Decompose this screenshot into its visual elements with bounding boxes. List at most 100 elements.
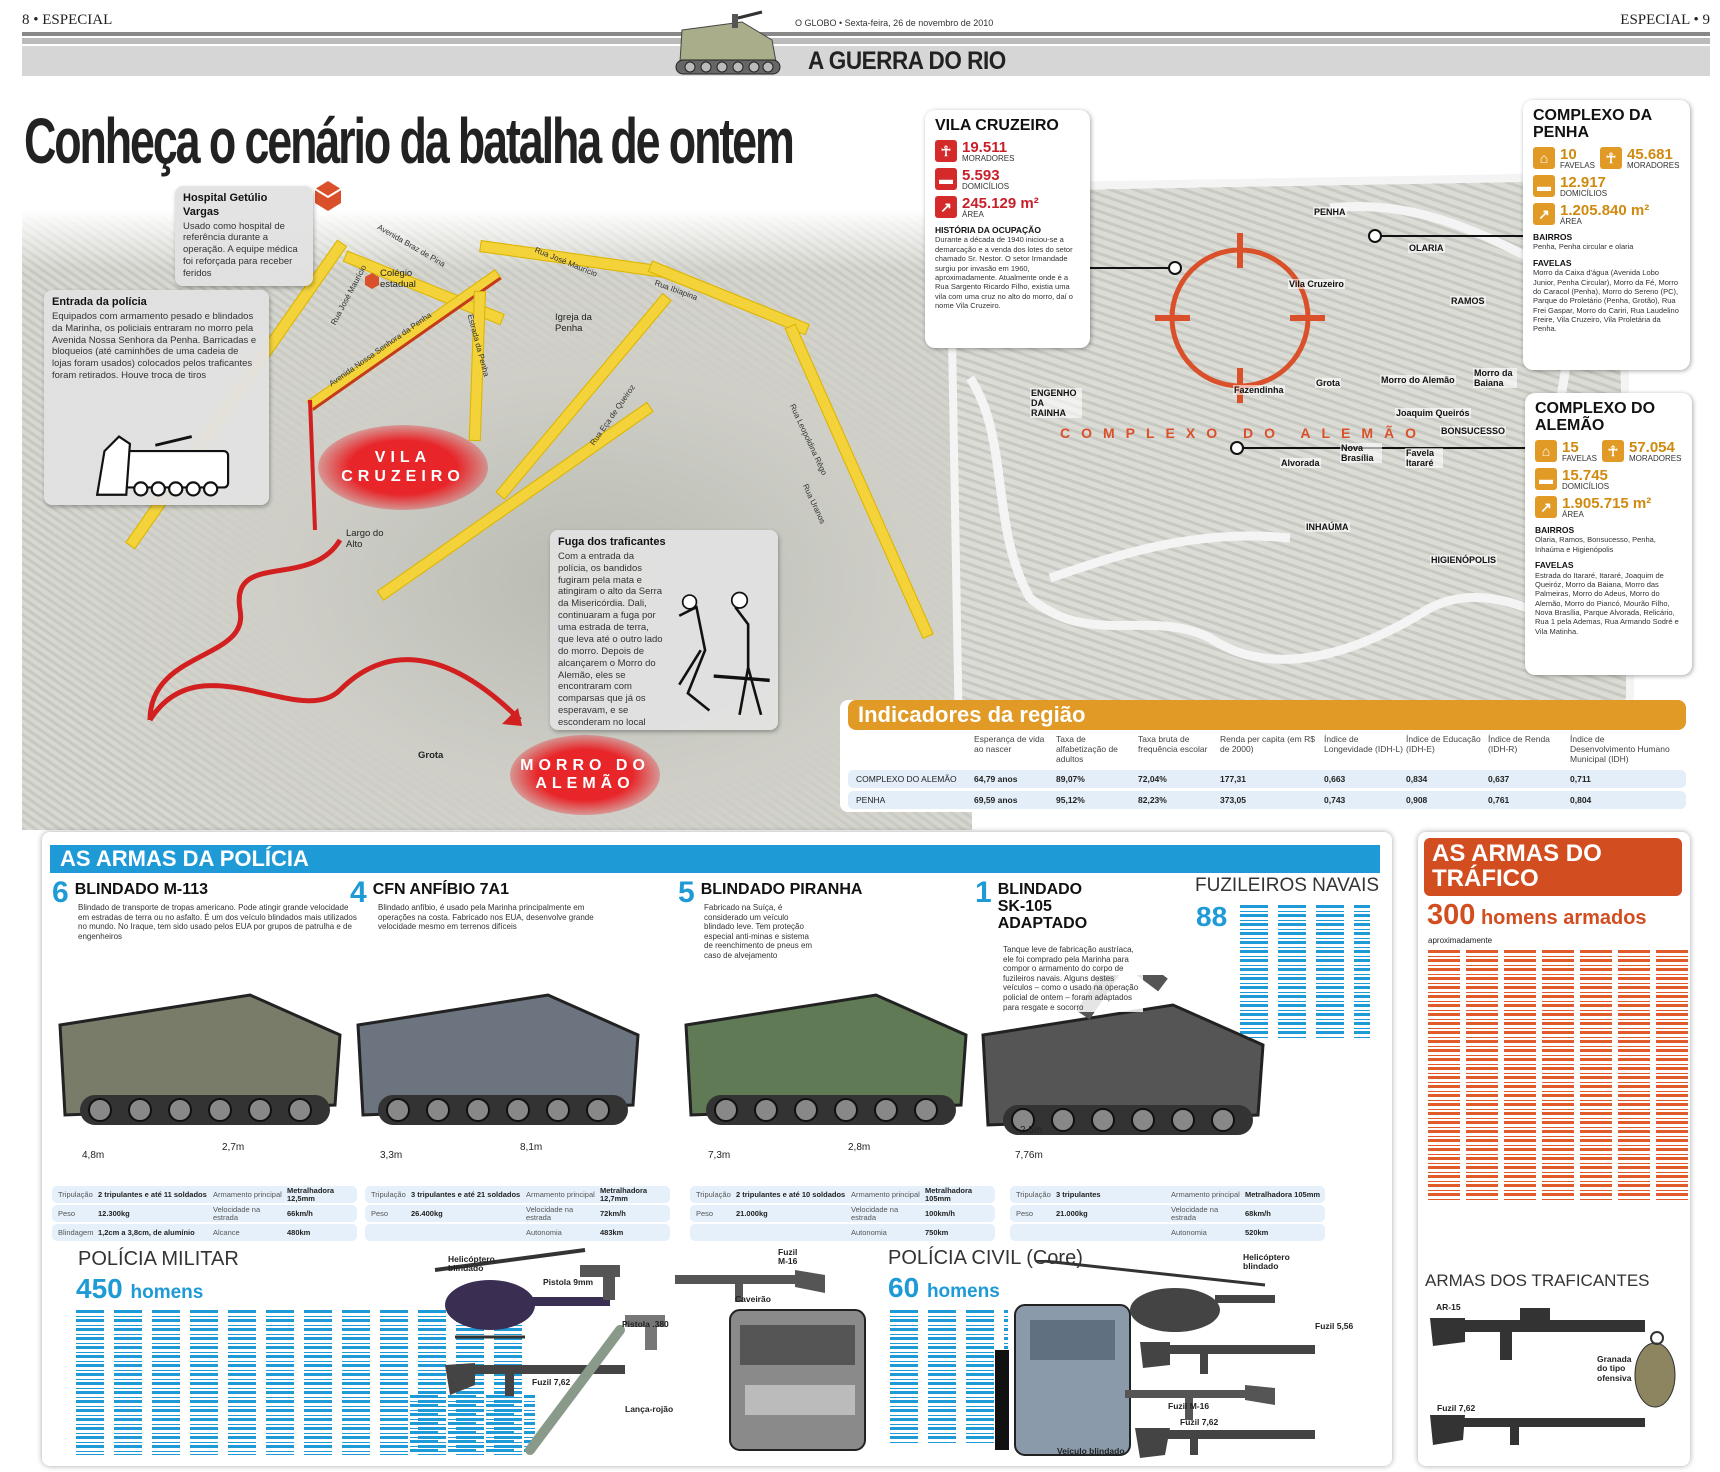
header-rule: [22, 32, 1710, 36]
moradores-label: MORADORES: [1628, 453, 1682, 463]
armas-trafico-title: AS ARMAS DO TRÁFICO: [1424, 838, 1682, 896]
domicilios-value: 15.745: [1562, 466, 1608, 484]
table-cell: 95,12%: [1056, 795, 1085, 805]
favelas-label: FAVELAS: [1562, 453, 1597, 463]
escape-route: [147, 399, 522, 726]
spec-label: Tripulação: [1016, 1189, 1051, 1199]
area-arrow-icon: ↗: [1533, 203, 1555, 226]
person-icon: ☥: [1601, 440, 1624, 463]
house-icon: ⌂: [1535, 440, 1557, 463]
spec-label: Armamento principal: [1171, 1189, 1240, 1199]
map-label: RAMOS: [1450, 296, 1486, 306]
map-label: OLARIA: [1408, 243, 1445, 253]
spec-label: Autonomia: [851, 1227, 887, 1237]
trafico-count: 300 homens armados: [1427, 899, 1647, 932]
weapon-label: Pistola 9mm: [543, 1277, 594, 1287]
callout-title: Fuga dos traficantes: [558, 536, 666, 548]
spec-label: Peso: [1016, 1208, 1034, 1218]
section-band: [22, 46, 1710, 76]
area-morro-alemao: MORRO DO ALEMÃO: [510, 735, 660, 815]
map-label: Alvorada: [1280, 458, 1321, 468]
column-header: Índice de Desenvolvimento Humano Municip…: [1570, 734, 1670, 764]
vehicle-illustration: [356, 993, 640, 1125]
spec-label: Tripulação: [58, 1189, 93, 1199]
table-cell: 0,804: [1570, 795, 1592, 805]
dimension-label: 2,5m: [1020, 1125, 1043, 1136]
bed-icon: ▬: [1535, 468, 1557, 491]
spec-label: Alcance: [213, 1227, 240, 1237]
spec-label: Armamento principal: [526, 1189, 595, 1199]
vehicle-description: Blindado de transporte de tropas america…: [78, 903, 358, 942]
favelas-label: FAVELAS: [1560, 160, 1595, 170]
pm-count-unit: homens: [130, 1282, 204, 1303]
table-header-spacer: [848, 734, 974, 770]
spec-value: 12.300kg: [98, 1208, 130, 1218]
place-largo: Largo do Alto: [346, 528, 384, 550]
map-label: INHAÚMA: [1305, 522, 1350, 532]
moradores-value: 19.511: [962, 138, 1008, 156]
spec-label: Peso: [371, 1208, 389, 1218]
place-colegio: Colégio estadual: [380, 268, 416, 290]
vehicle-name: CFN ANFÍBIO 7A1: [372, 881, 509, 898]
person-icon: ☥: [1599, 147, 1622, 170]
armored-truck-icon: [729, 1309, 866, 1451]
spec-value: 2 tripulantes e até 10 soldados: [736, 1189, 846, 1199]
weapon-label: Fuzil 5,56: [1315, 1321, 1354, 1331]
house-icon: ⌂: [1533, 147, 1555, 170]
favelas-value: 10: [1560, 145, 1577, 163]
vehicle-name: BLINDADO M-113: [74, 881, 209, 898]
dimension-label: 2,8m: [848, 1142, 871, 1153]
table-cell: 177,31: [1220, 774, 1246, 784]
rifle-icon: [445, 1363, 625, 1396]
favelas-title: FAVELAS: [1535, 559, 1574, 570]
domicilios-label: DOMICÍLIOS: [1560, 188, 1608, 198]
domicilios-label: DOMICÍLIOS: [962, 181, 1010, 191]
area-value: 245.129 m²: [962, 194, 1039, 212]
spec-value: 2 tripulantes e até 11 soldados: [98, 1189, 207, 1199]
column-header: Índice de Renda (IDH-R): [1488, 734, 1550, 754]
spec-value: Metralhadora 105mm: [925, 1185, 973, 1203]
grenade-icon: [1634, 1331, 1676, 1408]
spec-label: Velocidade na estrada: [213, 1204, 261, 1222]
dimension-label: 7,3m: [708, 1150, 731, 1161]
area-label: ÁREA: [962, 209, 984, 219]
map-label: Favela Itararé: [1405, 448, 1443, 468]
weapon-label: AR-15: [1436, 1302, 1461, 1312]
rifle-icon: [675, 1270, 825, 1302]
rocket-launcher-icon: [525, 1325, 625, 1455]
area-arrow-icon: ↗: [935, 196, 957, 219]
area-arrow-icon: ↗: [1535, 496, 1557, 519]
page-number-left: 8 • ESPECIAL: [22, 12, 113, 28]
spec-value: 100km/h: [925, 1208, 956, 1218]
dateline: O GLOBO • Sexta-feira, 26 de novembro de…: [795, 18, 994, 28]
weapon-label: Pistola .380: [622, 1319, 669, 1329]
callout-text: Equipados com armamento pesado e blindad…: [52, 310, 257, 382]
vehicle-name: BLINDADO PIRANHA: [700, 881, 863, 898]
box-title: COMPLEXO DA PENHA: [1533, 107, 1652, 141]
fuzileiros-count: 88: [1196, 901, 1228, 932]
helicopter-icon: [1034, 1260, 1275, 1332]
pm-rifle-icons: [410, 1395, 535, 1455]
pistol-icon: [625, 1315, 665, 1350]
person-icon: ☥: [935, 140, 957, 163]
place-grota: Grota: [418, 750, 444, 761]
rifle-icon: [1430, 1308, 1645, 1360]
spec-value: Metralhadora 12,5mm: [287, 1185, 335, 1203]
rifle-icon: [1430, 1415, 1645, 1445]
domicilios-value: 5.593: [962, 166, 1000, 184]
column-header: Taxa de alfabetização de adultos: [1056, 734, 1118, 764]
table-cell: 373,05: [1220, 795, 1246, 805]
